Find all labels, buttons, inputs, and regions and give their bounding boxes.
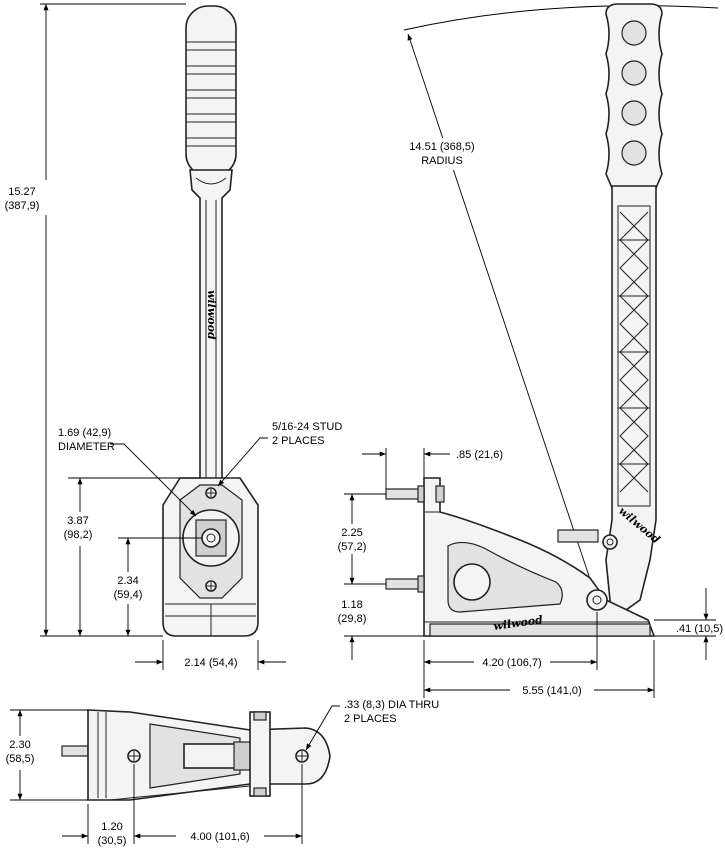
overall-length-label: 5.55 (141,0) xyxy=(522,685,581,697)
top-boss xyxy=(249,711,271,797)
stud-note-line1: 5/16-24 STUD xyxy=(272,421,342,433)
front-handle-grip xyxy=(185,5,237,177)
radius-line2: RADIUS xyxy=(421,155,463,167)
shaft-truss xyxy=(618,211,650,493)
radius-line1: 14.51 (368,5) xyxy=(409,141,474,153)
stud-spacing-mm: (57,2) xyxy=(338,541,367,553)
pivot-height-mm: (98,2) xyxy=(64,529,93,541)
side-pivot-bolt xyxy=(586,589,608,611)
bracket-hole xyxy=(453,563,491,601)
pivot-height-inch: 3.87 xyxy=(67,515,88,527)
lower-stud-height-inch: 1.18 xyxy=(341,599,362,611)
radius-arc xyxy=(403,5,719,31)
stud-offset-label: .85 (21,6) xyxy=(456,449,503,461)
grip-hole-3 xyxy=(621,100,647,126)
stud-height-mm: (59,4) xyxy=(114,589,143,601)
mount-hole-line2: 2 PLACES xyxy=(344,713,397,725)
front-shaft-logo: wilwood xyxy=(205,290,218,340)
boss-diameter-line2: DIAMETER xyxy=(58,441,115,453)
side-view: 14.51 (368,5) RADIUS wilwood xyxy=(338,3,723,698)
grip-hole-1 xyxy=(621,20,647,46)
lower-stud-height-mm: (29,8) xyxy=(338,613,367,625)
grip-hole-4 xyxy=(621,140,647,166)
mount-width-mm: (58,5) xyxy=(6,753,35,765)
base-width-label: 2.14 (54,4) xyxy=(184,657,237,669)
overall-height-mm: (387,9) xyxy=(5,200,40,212)
grip-hole-2 xyxy=(621,60,647,86)
stud-note-line2: 2 PLACES xyxy=(272,435,325,447)
stud-height-inch: 2.34 xyxy=(117,575,138,587)
top-view: 2.30 (58,5) 1.20 (30,5) 4.00 (101,6) .33… xyxy=(6,699,440,847)
base-thickness-label: .41 (10,5) xyxy=(676,623,723,635)
boss-diameter-line1: 1.69 (42,9) xyxy=(58,427,111,439)
mount-hole-line1: .33 (8,3) DIA THRU xyxy=(344,699,439,711)
front-hole-offset-mm: (30,5) xyxy=(98,835,127,847)
front-view: wilwood 15.27 (387,9) 3.87 (98,2) 2.34 (… xyxy=(5,3,342,670)
hole-spacing-label: 4.00 (101,6) xyxy=(190,831,249,843)
side-handle-grip xyxy=(605,3,663,189)
overall-height-inch: 15.27 xyxy=(8,186,36,198)
front-pivot-bolt xyxy=(201,528,221,548)
side-ratchet-bolt xyxy=(602,534,618,550)
front-hole-offset-inch: 1.20 xyxy=(101,821,122,833)
side-stop-pin xyxy=(557,529,599,543)
top-stud xyxy=(61,745,89,757)
stud-spacing-inch: 2.25 xyxy=(341,527,362,539)
pivot-distance-label: 4.20 (106,7) xyxy=(482,657,541,669)
front-grip-rings xyxy=(186,41,236,147)
mount-width-inch: 2.30 xyxy=(9,739,30,751)
